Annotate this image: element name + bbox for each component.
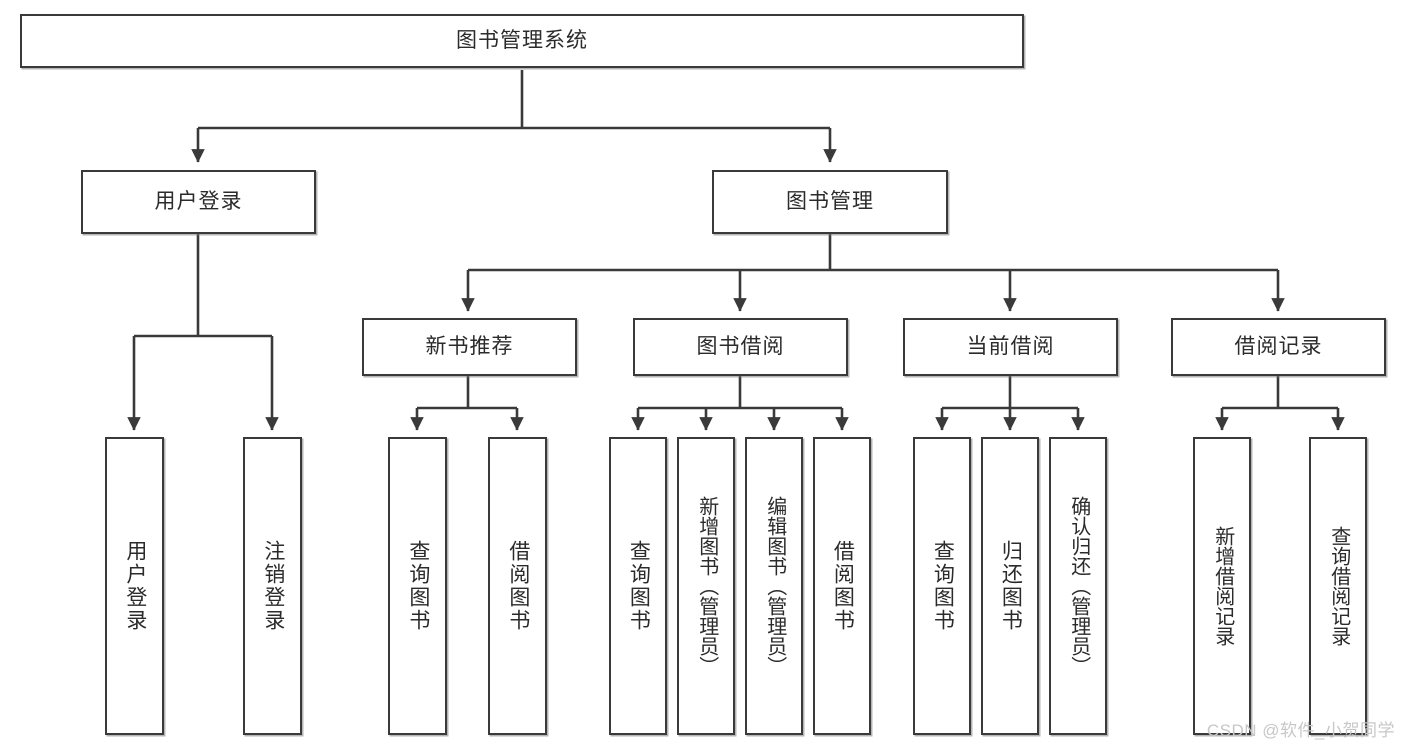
- node-leaf-query-book-borrow[interactable]: 查询图书: [609, 437, 667, 735]
- node-label: 新增借阅记录: [1211, 526, 1234, 646]
- node-label: 注销登录: [261, 540, 285, 632]
- node-label: 编辑图书（管理员）: [763, 496, 786, 676]
- node-label: 查询图书: [627, 540, 651, 632]
- node-leaf-confirm-return-admin[interactable]: 确认归还（管理员）: [1049, 437, 1107, 735]
- node-label: 图书借阅: [696, 335, 785, 359]
- node-new-book-recommend[interactable]: 新书推荐: [362, 318, 577, 376]
- node-label: 借阅记录: [1234, 335, 1323, 359]
- node-leaf-add-book-admin[interactable]: 新增图书（管理员）: [677, 437, 735, 735]
- node-label: 新增图书（管理员）: [695, 496, 718, 676]
- node-label: 新书推荐: [425, 335, 514, 359]
- node-leaf-logout[interactable]: 注销登录: [243, 437, 302, 735]
- node-label: 查询图书: [931, 540, 955, 632]
- node-current-borrow[interactable]: 当前借阅: [903, 318, 1118, 376]
- node-leaf-user-login[interactable]: 用户登录: [105, 437, 164, 735]
- node-leaf-add-borrow-record[interactable]: 新增借阅记录: [1193, 437, 1251, 735]
- node-label: 当前借阅: [966, 335, 1055, 359]
- node-leaf-query-borrow-record[interactable]: 查询借阅记录: [1309, 437, 1367, 735]
- node-label: 图书管理: [786, 190, 874, 214]
- node-leaf-query-book-current[interactable]: 查询图书: [913, 437, 971, 735]
- node-label: 图书管理系统: [456, 29, 588, 53]
- node-leaf-borrow-book[interactable]: 借阅图书: [813, 437, 871, 735]
- node-leaf-return-book[interactable]: 归还图书: [981, 437, 1039, 735]
- node-leaf-borrow-book-recommend[interactable]: 借阅图书: [488, 437, 547, 735]
- node-label: 确认归还（管理员）: [1067, 496, 1090, 676]
- node-root-book-management-system[interactable]: 图书管理系统: [20, 14, 1024, 68]
- node-label: 查询图书: [406, 540, 430, 632]
- node-book-borrow[interactable]: 图书借阅: [633, 318, 848, 376]
- node-label: 用户登录: [154, 190, 243, 214]
- node-borrow-record[interactable]: 借阅记录: [1171, 318, 1386, 376]
- node-book-management[interactable]: 图书管理: [712, 170, 948, 234]
- node-leaf-edit-book-admin[interactable]: 编辑图书（管理员）: [745, 437, 803, 735]
- node-label: 借阅图书: [831, 540, 855, 632]
- node-label: 用户登录: [123, 540, 147, 632]
- node-label: 借阅图书: [506, 540, 530, 632]
- node-label: 查询借阅记录: [1327, 526, 1350, 646]
- node-user-login[interactable]: 用户登录: [81, 170, 316, 234]
- node-label: 归还图书: [999, 540, 1023, 632]
- node-leaf-query-book-recommend[interactable]: 查询图书: [388, 437, 447, 735]
- watermark: CSDN @软件_小贺同学: [1206, 721, 1395, 740]
